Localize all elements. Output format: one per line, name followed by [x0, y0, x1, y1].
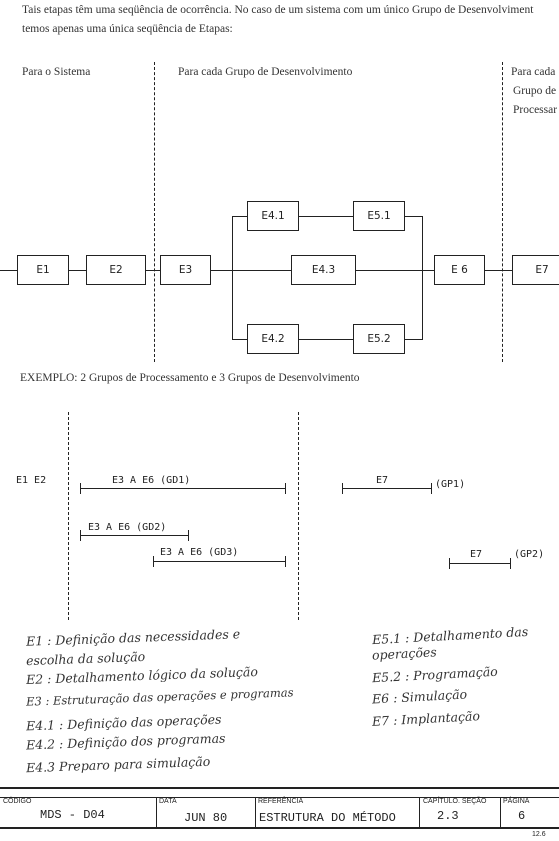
example-e1-e2: E1 E2	[16, 475, 47, 486]
example-gd1-label: E3 A E6 (GD1)	[112, 475, 191, 486]
footer-pagina: 6	[518, 809, 526, 823]
example-separator-right	[298, 412, 299, 620]
note-e7: E7 : Implantação	[371, 708, 481, 729]
column-grupo-processamento-1: Para cada	[511, 66, 556, 78]
box-e4-3: E4.3	[291, 255, 356, 285]
note-e1-cont: escolha da solução	[25, 648, 146, 669]
flow-line-e3-e43	[211, 270, 291, 272]
box-e1: E1	[17, 255, 69, 285]
flow-line-e43-e6	[356, 270, 434, 272]
example-gd2-label: E3 A E6 (GD2)	[88, 522, 167, 533]
timeline-gp2-end	[510, 558, 512, 569]
branch-line-right	[422, 216, 424, 340]
box-e4-2: E4.2	[247, 324, 299, 354]
footer-capitulo: 2.3	[437, 809, 459, 823]
footer-rule-labels	[0, 797, 559, 798]
footer-divider-4	[500, 797, 502, 828]
branch-line-e42-e52	[299, 339, 353, 341]
branch-line-bottom-in	[232, 339, 247, 341]
column-grupo-desenvolvimento: Para cada Grupo de Desenvolvimento	[178, 66, 353, 78]
timeline-gd2-start	[80, 530, 82, 541]
note-e6: E6 : Simulação	[371, 686, 468, 707]
example-separator-left	[68, 412, 69, 620]
intro-line-1: Tais etapas têm uma seqüência de ocorrên…	[22, 4, 534, 16]
example-gp1-label: (GP1)	[435, 479, 466, 490]
footer-rule-top	[0, 787, 559, 789]
note-e4-2: E4.2 : Definição dos programas	[25, 730, 226, 753]
branch-line-top-in	[232, 216, 247, 218]
example-gp2-e7: E7	[470, 549, 483, 560]
box-e6: E 6	[434, 255, 485, 285]
flow-line-e2-e3	[146, 270, 160, 272]
timeline-gd1	[80, 488, 286, 490]
footer-data: JUN 80	[184, 811, 228, 825]
branch-line-left	[232, 216, 234, 340]
note-e5-1: E5.1 : Detalhamento das	[371, 623, 529, 648]
timeline-gd2	[80, 535, 189, 537]
footer-pagina-label: PÁGINA	[503, 798, 530, 805]
note-e1: E1 : Definição das necessidades e	[25, 626, 241, 649]
note-e4-3: E4.3 Preparo para simulação	[25, 753, 211, 776]
note-e3: E3 : Estruturação das operações e progra…	[25, 685, 294, 709]
example-gp1-e7: E7	[376, 475, 389, 486]
timeline-gd1-end	[285, 483, 287, 494]
timeline-gp1-start	[342, 483, 344, 494]
column-grupo-processamento-3: Processar	[513, 104, 558, 116]
separator-grupo-desenvolvimento	[502, 62, 503, 362]
timeline-gd3	[153, 561, 286, 563]
example-gp2-label: (GP2)	[514, 549, 545, 560]
footer-corner-number: 12.6	[532, 831, 546, 838]
footer-referencia-label: REFERÊNCIA	[258, 798, 304, 805]
example-gd3-label: E3 A E6 (GD3)	[160, 547, 239, 558]
timeline-gp2	[449, 563, 511, 565]
footer-divider-3	[419, 797, 421, 828]
timeline-gd3-start	[153, 556, 155, 567]
note-e4-1: E4.1 : Definição das operações	[25, 711, 222, 734]
footer-codigo-label: CÓDIGO	[3, 798, 32, 805]
footer-capitulo-label: CAPÍTULO. SEÇÃO	[423, 798, 487, 805]
branch-line-top-out	[405, 216, 422, 218]
footer-divider-2	[255, 797, 257, 828]
box-e5-2: E5.2	[353, 324, 405, 354]
timeline-gd3-end	[285, 556, 287, 567]
intro-line-2: temos apenas uma única seqüência de Etap…	[22, 23, 233, 35]
timeline-gd1-start	[80, 483, 82, 494]
note-e5-2: E5.2 : Programação	[371, 663, 499, 686]
note-e2: E2 : Detalhamento lógico da solução	[25, 663, 259, 688]
branch-line-e41-e51	[299, 216, 353, 218]
footer-data-label: DATA	[159, 798, 177, 805]
footer-divider-1	[156, 797, 158, 828]
timeline-gp2-start	[449, 558, 451, 569]
column-sistema: Para o Sistema	[22, 66, 91, 78]
footer-referencia: ESTRUTURA DO MÉTODO	[259, 811, 396, 825]
example-title: EXEMPLO: 2 Grupos de Processamento e 3 G…	[20, 372, 360, 384]
box-e2: E2	[86, 255, 146, 285]
flow-line-e6-e7	[485, 270, 512, 272]
timeline-gp1-end	[431, 483, 433, 494]
box-e4-1: E4.1	[247, 201, 299, 231]
flow-line-start	[0, 270, 17, 272]
separator-sistema	[154, 62, 155, 362]
branch-line-bottom-out	[405, 339, 422, 341]
flow-line-e1-e2	[69, 270, 86, 272]
timeline-gp1	[342, 488, 432, 490]
note-e5-1-cont: operações	[371, 644, 438, 663]
footer-rule-bottom	[0, 827, 559, 829]
box-e3: E3	[160, 255, 211, 285]
timeline-gd2-end	[188, 530, 190, 541]
footer-codigo: MDS - D04	[40, 808, 105, 822]
box-e7: E7	[512, 255, 559, 285]
column-grupo-processamento-2: Grupo de	[513, 85, 557, 97]
box-e5-1: E5.1	[353, 201, 405, 231]
